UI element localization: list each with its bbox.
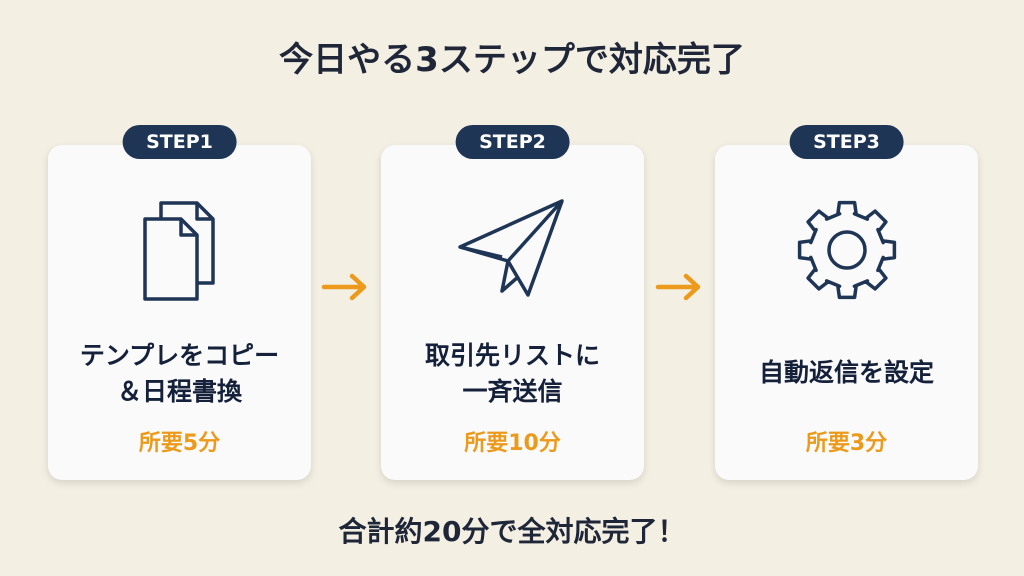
step-card-3: STEP3 自動返信を設定 所要3分 (715, 125, 978, 480)
arrow-right-icon (321, 273, 367, 301)
step-time: 所要3分 (805, 431, 888, 456)
page-title: 今日やる3ステップで対応完了 (279, 40, 745, 80)
step-label-line: テンプレをコピー (79, 341, 280, 370)
step-badge: STEP2 (455, 125, 570, 159)
step-label-line: ＆日程書換 (116, 377, 242, 406)
copy-documents-icon (142, 201, 215, 301)
step-card-1: STEP1 テンプレをコピー ＆日程書換 所要5分 (48, 125, 311, 480)
arrow-right-icon (655, 273, 701, 301)
paper-plane-icon (457, 199, 564, 297)
step-badge: STEP3 (789, 125, 904, 159)
gear-icon (797, 200, 896, 300)
step-time: 所要10分 (464, 431, 561, 456)
step-label-line: 取引先リストに (424, 341, 600, 370)
step-badge: STEP1 (122, 125, 237, 159)
step-time: 所要5分 (138, 431, 221, 456)
step-label-line: 自動返信を設定 (758, 358, 934, 387)
step-label-line: 一斉送信 (462, 377, 563, 406)
summary-text: 合計約20分で全対応完了！ (338, 515, 686, 548)
step-card-2: STEP2 取引先リストに 一斉送信 所要10分 (381, 125, 644, 480)
